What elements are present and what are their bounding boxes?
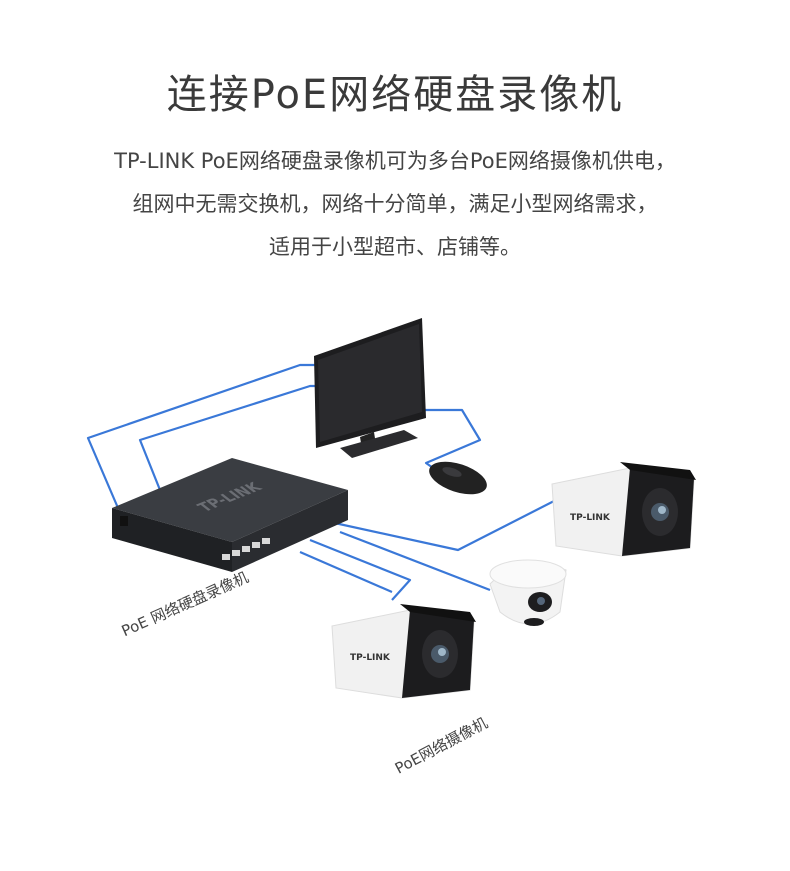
cable-camera-left [309, 538, 412, 601]
cable-dome [339, 530, 491, 592]
description-line-3: 适用于小型超市、店铺等。 [269, 235, 521, 259]
mouse-icon [429, 461, 487, 495]
camera-left-logo: TP-LINK [350, 653, 391, 663]
network-cables [86, 363, 557, 601]
cable-monitor-a [86, 363, 316, 509]
nvr-device-icon: TP-LINK [112, 458, 348, 572]
bullet-camera-right-icon: TP-LINK [551, 462, 696, 557]
page-title: 连接PoE网络硬盘录像机 [166, 72, 624, 118]
cable-mouse [420, 408, 482, 471]
monitor-icon [314, 318, 426, 458]
cable-monitor-b [138, 384, 318, 511]
description-line-1: TP-LINK PoE网络硬盘录像机可为多台PoE网络摄像机供电， [114, 149, 676, 173]
cable-camera-right [329, 499, 557, 552]
description-line-2: 组网中无需交换机，网络十分简单，满足小型网络需求， [132, 192, 658, 216]
bullet-camera-left-icon: TP-LINK [331, 604, 476, 699]
description: TP-LINK PoE网络硬盘录像机可为多台PoE网络摄像机供电， 组网中无需交… [0, 140, 790, 269]
cable-camera-left-b [299, 550, 393, 594]
dome-camera-icon [489, 559, 567, 626]
camera-right-logo: TP-LINK [570, 513, 611, 523]
